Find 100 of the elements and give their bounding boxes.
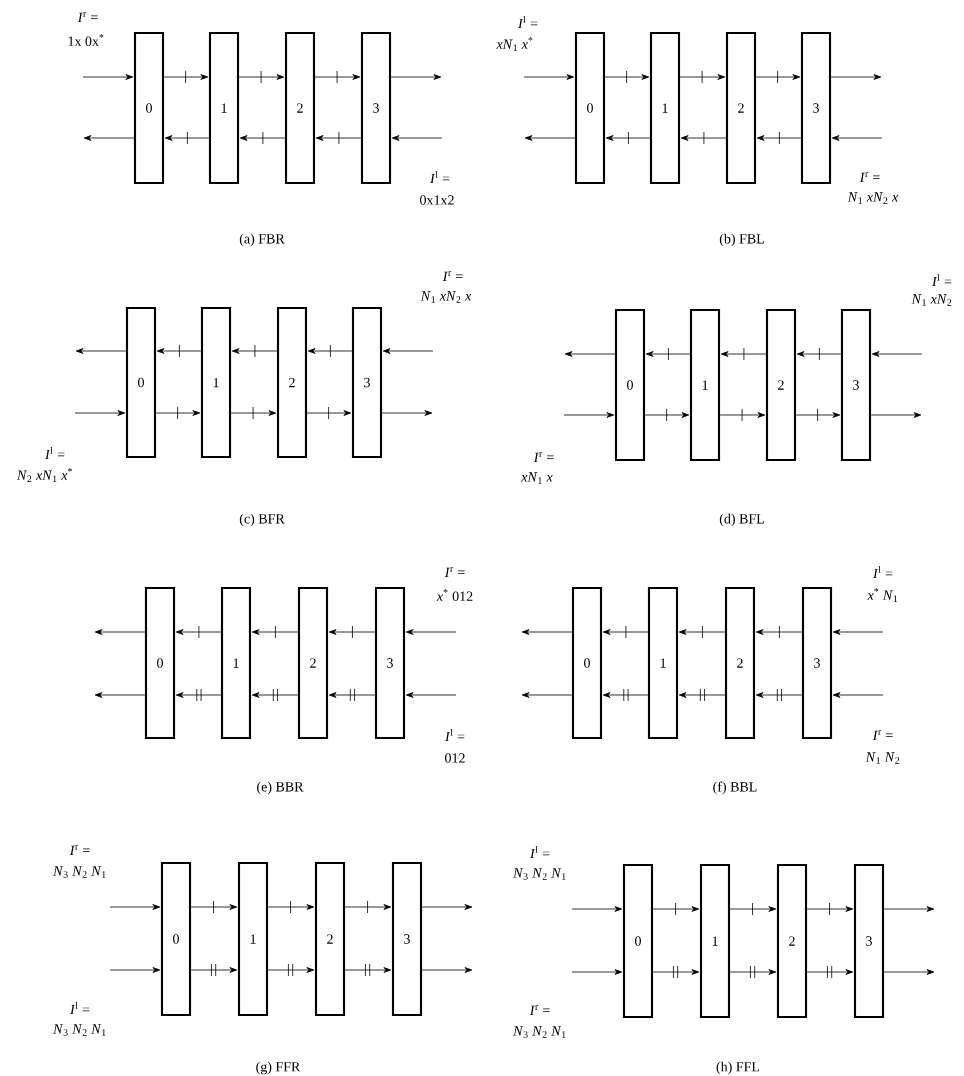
arrow — [719, 408, 766, 422]
arrow — [390, 74, 442, 80]
arrow — [391, 135, 443, 141]
interface-expression: N$_{1}$ N$_{2}$ — [865, 752, 900, 764]
arrow — [871, 351, 923, 357]
sub-caption: (e) BBR — [257, 781, 304, 795]
stage-box: 3 — [351, 306, 383, 459]
arrow — [190, 963, 238, 977]
interface-expression: N$_{3}$ N$_{2}$ N$_{1}$ — [513, 1026, 566, 1038]
arrow — [524, 135, 576, 141]
stage-box: 1 — [699, 863, 731, 1019]
arrow — [74, 410, 126, 416]
interface-expression: I$^{l}$ = — [429, 170, 450, 184]
interface-expression: I$^{l}$ = — [444, 728, 465, 742]
interface-expression: 1x 0x$^{*}$ — [68, 34, 104, 46]
arrow — [421, 967, 473, 973]
interface-expression: N$_{1}$ xN$_{2}$ x — [420, 291, 472, 303]
stage-box: 3 — [853, 863, 885, 1019]
arrow — [94, 692, 146, 698]
arrow — [251, 625, 299, 639]
stage-box: 1 — [689, 308, 721, 462]
interface-expression: I$^{r}$ = — [444, 567, 465, 577]
stage-box: 3 — [391, 861, 423, 1017]
interface-expression: I$^{l}$ = — [872, 565, 893, 579]
arrow — [679, 70, 726, 84]
arrow — [344, 900, 392, 914]
arrow — [238, 70, 285, 84]
stage-box: 2 — [276, 306, 308, 459]
sub-caption: (c) BFR — [239, 513, 285, 527]
arrow — [94, 629, 146, 635]
arrow — [381, 410, 433, 416]
interface-expression: 0x1x2 — [420, 195, 454, 205]
arrow — [602, 625, 649, 639]
interface-expression: xN$_{1}$ x$^{*}$ — [496, 37, 533, 51]
sub-caption: (g) FFR — [256, 1061, 301, 1075]
stage-box: 0 — [133, 31, 165, 185]
arrow — [405, 692, 457, 698]
interface-expression: I$^{r}$ = — [77, 12, 98, 22]
stage-box: 3 — [800, 31, 832, 185]
arrow — [109, 904, 161, 910]
stage-box: 0 — [574, 31, 606, 185]
arrow — [563, 412, 615, 418]
stage-box: 3 — [374, 586, 406, 740]
arrow — [806, 965, 854, 979]
arrow — [314, 70, 361, 84]
arrow — [755, 70, 801, 84]
stage-box: 1 — [208, 31, 240, 185]
stage-box: 2 — [724, 586, 756, 740]
stage-box: 3 — [360, 31, 392, 185]
arrow — [155, 406, 201, 420]
stage-box: 2 — [297, 586, 329, 740]
arrow — [604, 70, 650, 84]
arrow — [109, 967, 161, 973]
stage-box: 1 — [649, 31, 681, 185]
arrow — [645, 347, 691, 361]
arrow — [405, 629, 457, 635]
arrow — [344, 963, 392, 977]
interface-expression: I$^{l}$ = — [44, 446, 65, 460]
stage-box: 3 — [840, 308, 872, 462]
sub-caption: (a) FBR — [239, 233, 285, 247]
arrow — [832, 692, 884, 698]
stage-box: 2 — [314, 861, 346, 1017]
arrow — [680, 131, 727, 145]
arrow — [605, 131, 651, 145]
arrow — [806, 902, 854, 916]
stage-box: 0 — [571, 586, 603, 740]
stage-box: 2 — [725, 31, 757, 185]
arrow — [328, 688, 376, 702]
arrow — [230, 406, 277, 420]
arrow — [156, 344, 202, 358]
arrow — [755, 625, 803, 639]
arrow — [82, 74, 134, 80]
arrow — [796, 347, 842, 361]
arrow — [756, 131, 802, 145]
stage-box: 2 — [765, 308, 797, 462]
arrow — [883, 969, 935, 975]
arrow — [830, 74, 882, 80]
arrow — [883, 906, 935, 912]
stage-box: 1 — [220, 586, 252, 740]
arrow — [832, 629, 884, 635]
interface-expression: I$^{l}$ = — [529, 845, 550, 859]
sub-caption: (b) FBL — [719, 233, 764, 247]
stage-box: 0 — [144, 586, 176, 740]
arrow — [652, 902, 700, 916]
interface-expression: I$^{r}$ = — [872, 730, 893, 740]
arrow — [175, 688, 222, 702]
stage-box: 1 — [200, 306, 232, 459]
interface-expression: x$^{*}$ 012 — [436, 589, 473, 601]
arrow — [755, 688, 803, 702]
arrow — [564, 351, 616, 357]
arrow — [306, 406, 352, 420]
arrow — [83, 135, 135, 141]
stage-box: 2 — [284, 31, 316, 185]
interface-expression: N$_{3}$ N$_{2}$ N$_{1}$ — [513, 868, 566, 880]
arrow — [163, 70, 209, 84]
arrow — [729, 902, 777, 916]
interface-expression: xN$_{1}$ x — [521, 472, 553, 484]
stage-box: 1 — [237, 861, 269, 1017]
arrow — [315, 131, 362, 145]
sub-caption: (f) BBL — [713, 781, 757, 795]
